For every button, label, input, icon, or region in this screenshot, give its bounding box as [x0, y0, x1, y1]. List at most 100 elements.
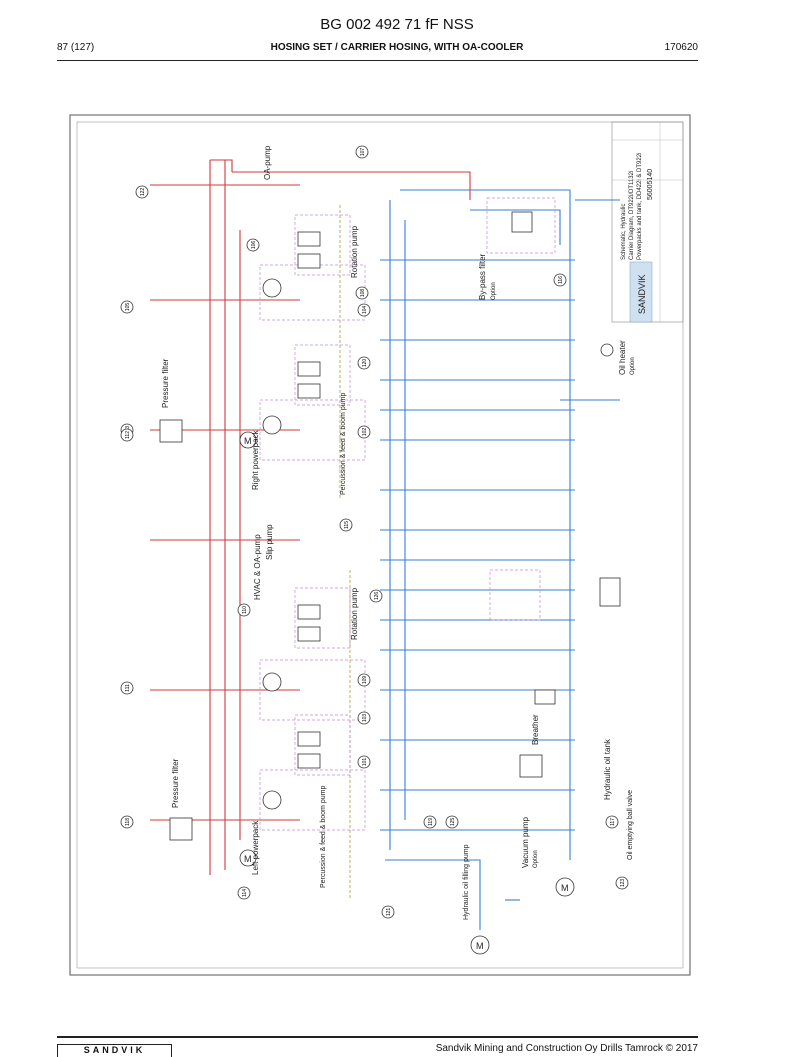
pressure-filter-right-symbol [159, 419, 183, 443]
footer-rule [57, 1036, 698, 1038]
revision-date: 170620 [664, 42, 698, 53]
component-boxes [259, 197, 556, 831]
callout-number: 108 [360, 289, 366, 298]
callout-number: 120 [362, 359, 368, 368]
vacuum-box-symbol [519, 754, 543, 778]
filling-motor-symbol [470, 935, 490, 955]
oil-heater-symbol [600, 343, 614, 357]
label-vacuum-option: Option [533, 850, 539, 868]
callout-112: 112 [120, 428, 134, 442]
callout-layer: 1071061081051201041131021121151101091261… [120, 145, 629, 919]
callout-116: 116 [553, 273, 567, 287]
pump-symbol-3 [262, 672, 282, 692]
callout-number: 104 [362, 306, 368, 315]
label-pressure-filter-right: Pressure filter [161, 358, 170, 408]
component-labels: OA-pump Rotation pump Rotation pump Pres… [161, 145, 636, 920]
breather-symbol [534, 689, 556, 705]
callout-106: 106 [246, 238, 260, 252]
label-right-powerpack: Right powerpack [251, 429, 260, 490]
callout-104: 104 [357, 303, 371, 317]
bypass-filter-symbol [511, 211, 533, 233]
label-rotation-pump-right: Rotation pump [350, 225, 359, 278]
symbol-group [159, 211, 621, 955]
pressure-lines [150, 159, 471, 875]
callout-101: 101 [357, 755, 371, 769]
title-block: SANDVIK Schematic, Hydraulic Carrier Dia… [611, 121, 684, 323]
tank-filter-symbol [599, 577, 621, 607]
callout-121: 121 [381, 905, 395, 919]
label-slip-pump: Slip pump [265, 524, 274, 560]
page-number: 87 (127) [57, 42, 95, 53]
left-motor-symbol [239, 849, 257, 867]
label-perc-feed-boom-right: Percussion & feed & boom pump [340, 393, 347, 495]
pressure-filter-left-symbol [169, 817, 193, 841]
vacuum-motor-label: M [561, 883, 569, 893]
label-emptying-valve: Oil emptying ball valve [627, 790, 634, 860]
drawing-inner-frame [76, 121, 684, 969]
callout-number: 116 [558, 276, 564, 284]
label-oil-heater: Oil heater [618, 340, 627, 375]
callout-number: 121 [386, 908, 392, 917]
header-rule [57, 60, 698, 61]
callout-123: 123 [615, 876, 629, 890]
left-motor-label: M [244, 854, 252, 864]
callout-number: 123 [620, 879, 626, 888]
title-block-line-1: Schematic, Hydraulic [621, 204, 627, 260]
label-filling-pump: Hydraulic oil filling pump [463, 844, 470, 920]
callout-102: 102 [357, 425, 371, 439]
callout-103: 103 [357, 711, 371, 725]
callout-number: 115 [344, 521, 350, 529]
label-bypass-filter: By-pass filter [478, 253, 487, 300]
callout-120: 120 [357, 356, 371, 370]
callout-number: 102 [362, 428, 368, 437]
callout-119: 119 [423, 815, 437, 829]
label-vacuum-pump: Vacuum pump [521, 816, 530, 868]
title-block-drawing-number: 56005140 [647, 169, 654, 200]
right-motor-label: M [244, 436, 252, 446]
callout-122: 122 [135, 185, 149, 199]
callout-118: 118 [120, 815, 134, 829]
label-rotation-pump-left: Rotation pump [350, 587, 359, 640]
callout-number: 101 [362, 758, 368, 767]
callout-number: 119 [428, 818, 434, 826]
callout-number: 117 [610, 818, 616, 826]
pump-symbol-1 [262, 278, 282, 298]
callout-117: 117 [605, 815, 619, 829]
callout-126: 126 [369, 589, 383, 603]
callout-110: 110 [237, 603, 251, 617]
callout-105: 105 [120, 300, 134, 314]
label-left-powerpack: Left powerpack [251, 820, 260, 875]
section-title: HOSING SET / CARRIER HOSING, WITH OA-COO… [270, 42, 524, 53]
return-lines [380, 189, 620, 930]
footer-logo: SANDVIK [57, 1044, 172, 1057]
drawing-frame [69, 114, 691, 976]
callout-125: 125 [445, 815, 459, 829]
right-motor-symbol [239, 431, 257, 449]
vacuum-motor-symbol [555, 877, 575, 897]
callout-number: 105 [125, 303, 131, 312]
title-block-line-3: Powerpacks and tank, DD422i & DT922i [637, 153, 643, 260]
footer-copyright: Sandvik Mining and Construction Oy Drill… [435, 1043, 698, 1054]
callout-114: 114 [237, 886, 251, 900]
label-bypass-option: Option [491, 282, 497, 300]
callout-number: 112 [125, 431, 131, 439]
callout-number: 110 [242, 606, 248, 614]
filling-motor-label: M [476, 941, 484, 951]
callout-111: 111 [120, 681, 134, 695]
callout-number: 107 [360, 148, 366, 157]
callout-number: 122 [140, 188, 146, 197]
callout-number: 125 [450, 818, 456, 827]
callout-number: 109 [362, 676, 368, 685]
callout-107: 107 [355, 145, 369, 159]
label-breather: Breather [531, 714, 540, 745]
callout-108: 108 [355, 286, 369, 300]
label-oa-pump: OA-pump [263, 145, 272, 180]
title-block-line-2: Carrier Diagram, DT922i/DT1132i [629, 171, 635, 260]
callout-number: 114 [242, 889, 248, 897]
label-pressure-filter-left: Pressure filter [171, 758, 180, 808]
pump-symbol-4 [262, 790, 282, 810]
callout-number: 103 [362, 714, 368, 723]
title-block-brand: SANDVIK [637, 274, 647, 314]
document-number: BG 002 492 71 fF NSS [320, 16, 474, 33]
